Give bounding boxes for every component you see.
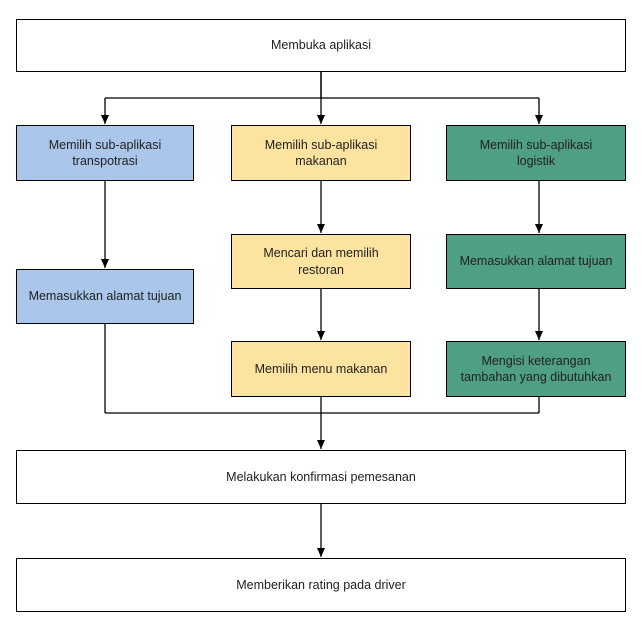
node-logistics-info: Mengisi keterangan tambahan yang dibutuh… bbox=[446, 341, 626, 397]
node-transport-address: Memasukkan alamat tujuan bbox=[16, 269, 194, 324]
node-open-app: Membuka aplikasi bbox=[16, 19, 626, 72]
node-choose-menu: Memilih menu makanan bbox=[231, 341, 411, 397]
node-choose-transport: Memilih sub-aplikasi transpotrasi bbox=[16, 125, 194, 181]
node-find-restaurant: Mencari dan memilih restoran bbox=[231, 234, 411, 289]
node-rate-driver: Memberikan rating pada driver bbox=[16, 558, 626, 612]
node-choose-logistics: Memilih sub-aplikasi logistik bbox=[446, 125, 626, 181]
node-logistics-address: Memasukkan alamat tujuan bbox=[446, 234, 626, 289]
node-confirm-order: Melakukan konfirmasi pemesanan bbox=[16, 450, 626, 504]
node-choose-food: Memilih sub-aplikasi makanan bbox=[231, 125, 411, 181]
